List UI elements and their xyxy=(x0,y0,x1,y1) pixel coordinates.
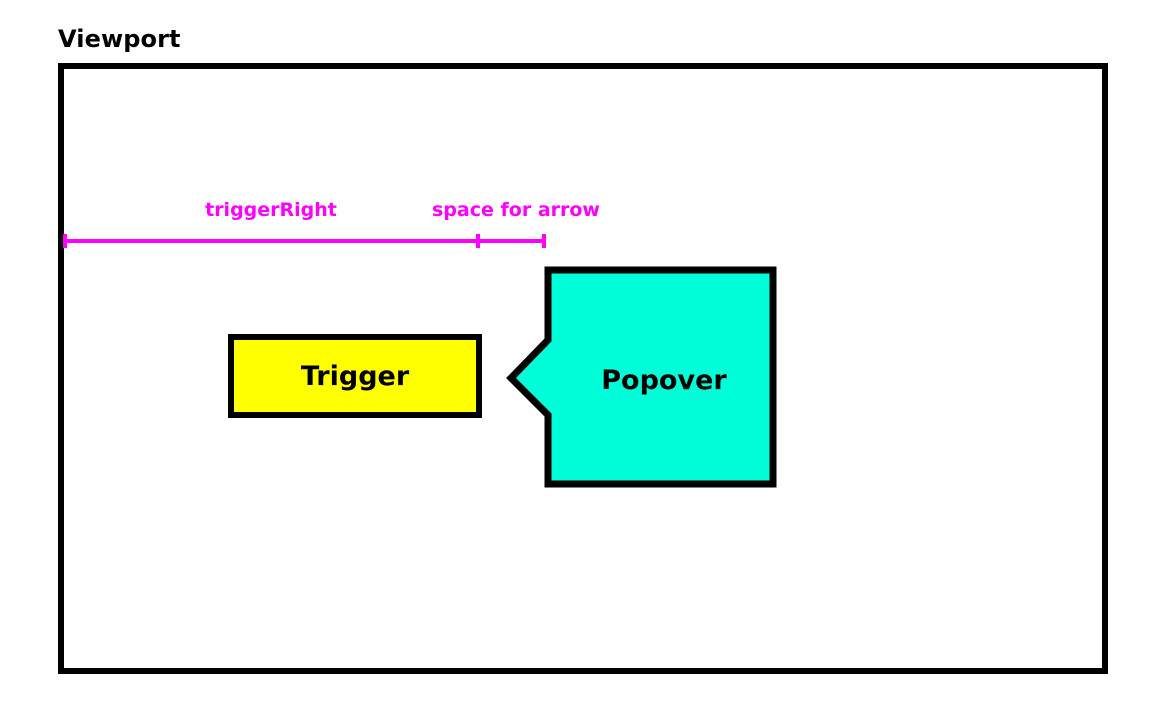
measure-tick-start xyxy=(63,234,67,248)
page-title: Viewport xyxy=(58,25,181,53)
measure-line xyxy=(64,239,546,243)
measure-tick-end xyxy=(542,234,546,248)
popover-arrow-icon xyxy=(506,266,777,488)
popover-shape xyxy=(506,266,777,488)
trigger-box[interactable]: Trigger xyxy=(228,334,482,418)
measure-tick-middle xyxy=(476,234,480,248)
trigger-label: Trigger xyxy=(300,360,410,392)
popover[interactable]: Popover xyxy=(500,260,790,500)
measure-label-space-for-arrow: space for arrow xyxy=(432,199,600,221)
measure-label-trigger-right: triggerRight xyxy=(205,199,337,221)
